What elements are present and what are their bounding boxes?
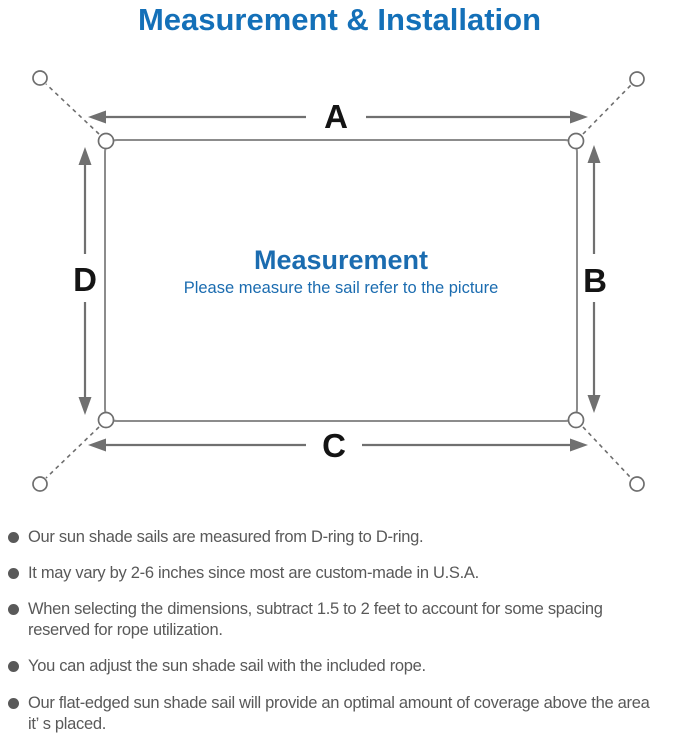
diagram-heading: Measurement	[254, 245, 428, 275]
note-text: Our sun shade sails are measured from D-…	[28, 528, 424, 546]
measurement-diagram: A C D B Measurement Please measure the s…	[32, 70, 645, 492]
bullet-icon	[8, 661, 19, 673]
arrowhead-left-icon	[88, 110, 106, 124]
note-text: You can adjust the sun shade sail with t…	[28, 657, 426, 676]
anchor-point-bottom-right	[629, 476, 645, 492]
sail-rectangle	[104, 139, 578, 422]
d-ring-top-right-icon	[567, 132, 585, 150]
note-text: Our flat-edged sun shade sail will provi…	[28, 693, 650, 733]
arrowhead-right-icon	[570, 110, 588, 124]
anchor-point-bottom-left	[32, 476, 48, 492]
note-text: When selecting the dimensions, subtract …	[28, 600, 603, 640]
arrowhead-right-icon	[570, 438, 588, 452]
rope-line-bottom-right	[582, 426, 632, 479]
bullet-icon	[8, 697, 19, 709]
dimension-label-c: C	[322, 427, 346, 464]
arrowhead-down-icon	[78, 397, 92, 415]
arrowhead-up-icon	[587, 145, 601, 163]
diagram-subheading: Please measure the sail refer to the pic…	[184, 279, 499, 297]
bullet-icon	[8, 568, 19, 580]
list-item: You can adjust the sun shade sail with t…	[8, 656, 660, 677]
rope-line-top-left	[45, 83, 100, 135]
list-item: It may vary by 2-6 inches since most are…	[8, 563, 660, 584]
arrowhead-up-icon	[78, 147, 92, 165]
dimension-label-d: D	[73, 261, 97, 298]
dimension-arrow-b	[587, 145, 601, 413]
dimension-arrow-c	[88, 438, 588, 452]
d-ring-bottom-right-icon	[567, 411, 585, 429]
arrowhead-left-icon	[88, 438, 106, 452]
page-title: Measurement & Installation	[137, 2, 542, 37]
list-item: When selecting the dimensions, subtract …	[8, 599, 660, 641]
anchor-point-top-left	[32, 70, 48, 86]
dimension-arrow-a	[88, 110, 588, 124]
rope-line-bottom-left	[45, 426, 100, 479]
notes-list: Our sun shade sails are measured from D-…	[8, 527, 660, 739]
list-item: Our flat-edged sun shade sail will provi…	[8, 693, 660, 735]
anchor-point-top-right	[629, 71, 645, 87]
d-ring-bottom-left-icon	[97, 411, 115, 429]
d-ring-top-left-icon	[97, 132, 115, 150]
bullet-icon	[8, 604, 19, 616]
rope-line-top-right	[582, 84, 632, 135]
note-text: It may vary by 2-6 inches since most are…	[28, 564, 479, 583]
list-item: Our sun shade sails are measured from D-…	[8, 527, 660, 548]
dimension-label-b: B	[583, 262, 607, 299]
bullet-icon	[8, 532, 19, 543]
dimension-label-a: A	[324, 98, 348, 135]
dimension-arrow-d	[78, 147, 92, 415]
arrowhead-down-icon	[587, 395, 601, 413]
